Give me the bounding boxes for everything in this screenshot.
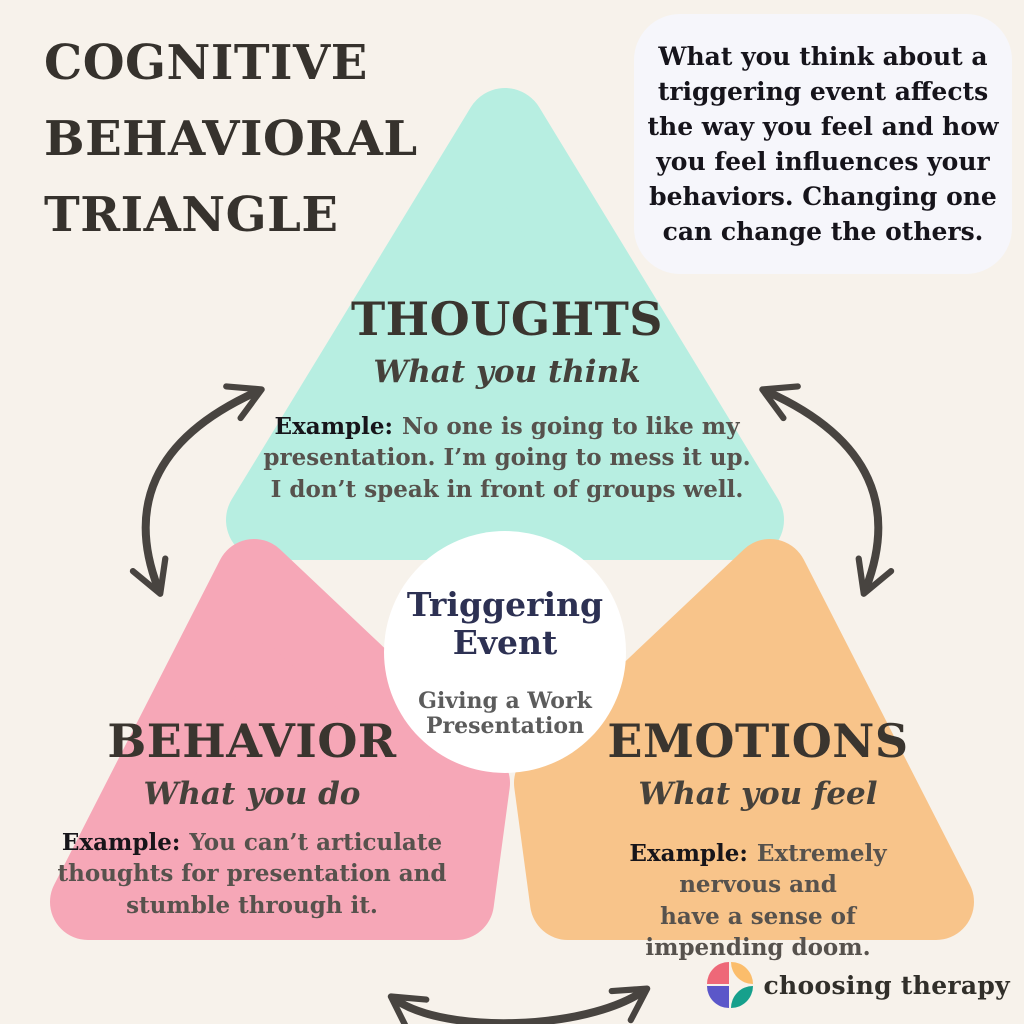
behavior-triangle-shape (50, 539, 510, 940)
behavior-example: Example:You can’t articulate thoughts fo… (58, 827, 447, 922)
thoughts-heading: THOUGHTS (350, 292, 664, 346)
behavior-heading: BEHAVIOR (107, 714, 397, 768)
arrow-behavior-emotions (387, 985, 651, 1024)
info-box-text: What you think about a triggering event … (647, 42, 999, 246)
emotions-subtitle: What you feel (638, 775, 878, 812)
logo-quadrant-top-right (730, 962, 753, 984)
behavior-node: BEHAVIOR What you do Example:You can’t a… (58, 716, 447, 921)
thoughts-example-label: Example: (274, 412, 393, 440)
triggering-event-circle: Triggering Event Giving a Work Presentat… (406, 585, 604, 739)
arrow-behavior-thoughts (129, 383, 265, 597)
logo-text: choosing therapy (763, 970, 1010, 1000)
emotions-heading: EMOTIONS (607, 714, 909, 768)
choosing-therapy-logo-icon (706, 962, 753, 1008)
choosing-therapy-logo: choosing therapy (706, 962, 1011, 1008)
emotions-example-text: Extremely nervous and have a sense of im… (645, 839, 887, 962)
emotions-triangle-shape (514, 539, 974, 940)
thoughts-example-text: No one is going to like my presentation.… (263, 412, 751, 503)
behavior-subtitle: What you do (143, 775, 361, 812)
center-circle-shape (384, 531, 626, 773)
arrow-thoughts-emotions (759, 383, 895, 597)
thoughts-triangle-shape (226, 88, 784, 560)
emotions-example: Example:Extremely nervous and have a sen… (607, 838, 908, 964)
triggering-event-heading: Triggering Event (406, 585, 604, 662)
behavior-example-label: Example: (61, 828, 181, 856)
triggering-event-subtext: Giving a Work Presentation (418, 688, 592, 739)
behavior-example-text: You can’t articulate thoughts for presen… (57, 828, 447, 919)
thoughts-node: THOUGHTS What you think Example:No one i… (263, 294, 750, 505)
thoughts-example: Example:No one is going to like my prese… (263, 411, 750, 506)
info-box: What you think about a triggering event … (634, 14, 1012, 274)
thoughts-subtitle: What you think (373, 353, 641, 390)
emotions-example-label: Example: (629, 839, 748, 867)
page-title: COGNITIVE BEHAVIORAL TRIANGLE (44, 35, 418, 243)
logo-quadrant-bottom-right (730, 986, 753, 1008)
logo-quadrant-top-left (706, 962, 729, 984)
logo-quadrant-bottom-left (706, 986, 729, 1008)
emotions-node: EMOTIONS What you feel Example:Extremely… (607, 716, 908, 964)
